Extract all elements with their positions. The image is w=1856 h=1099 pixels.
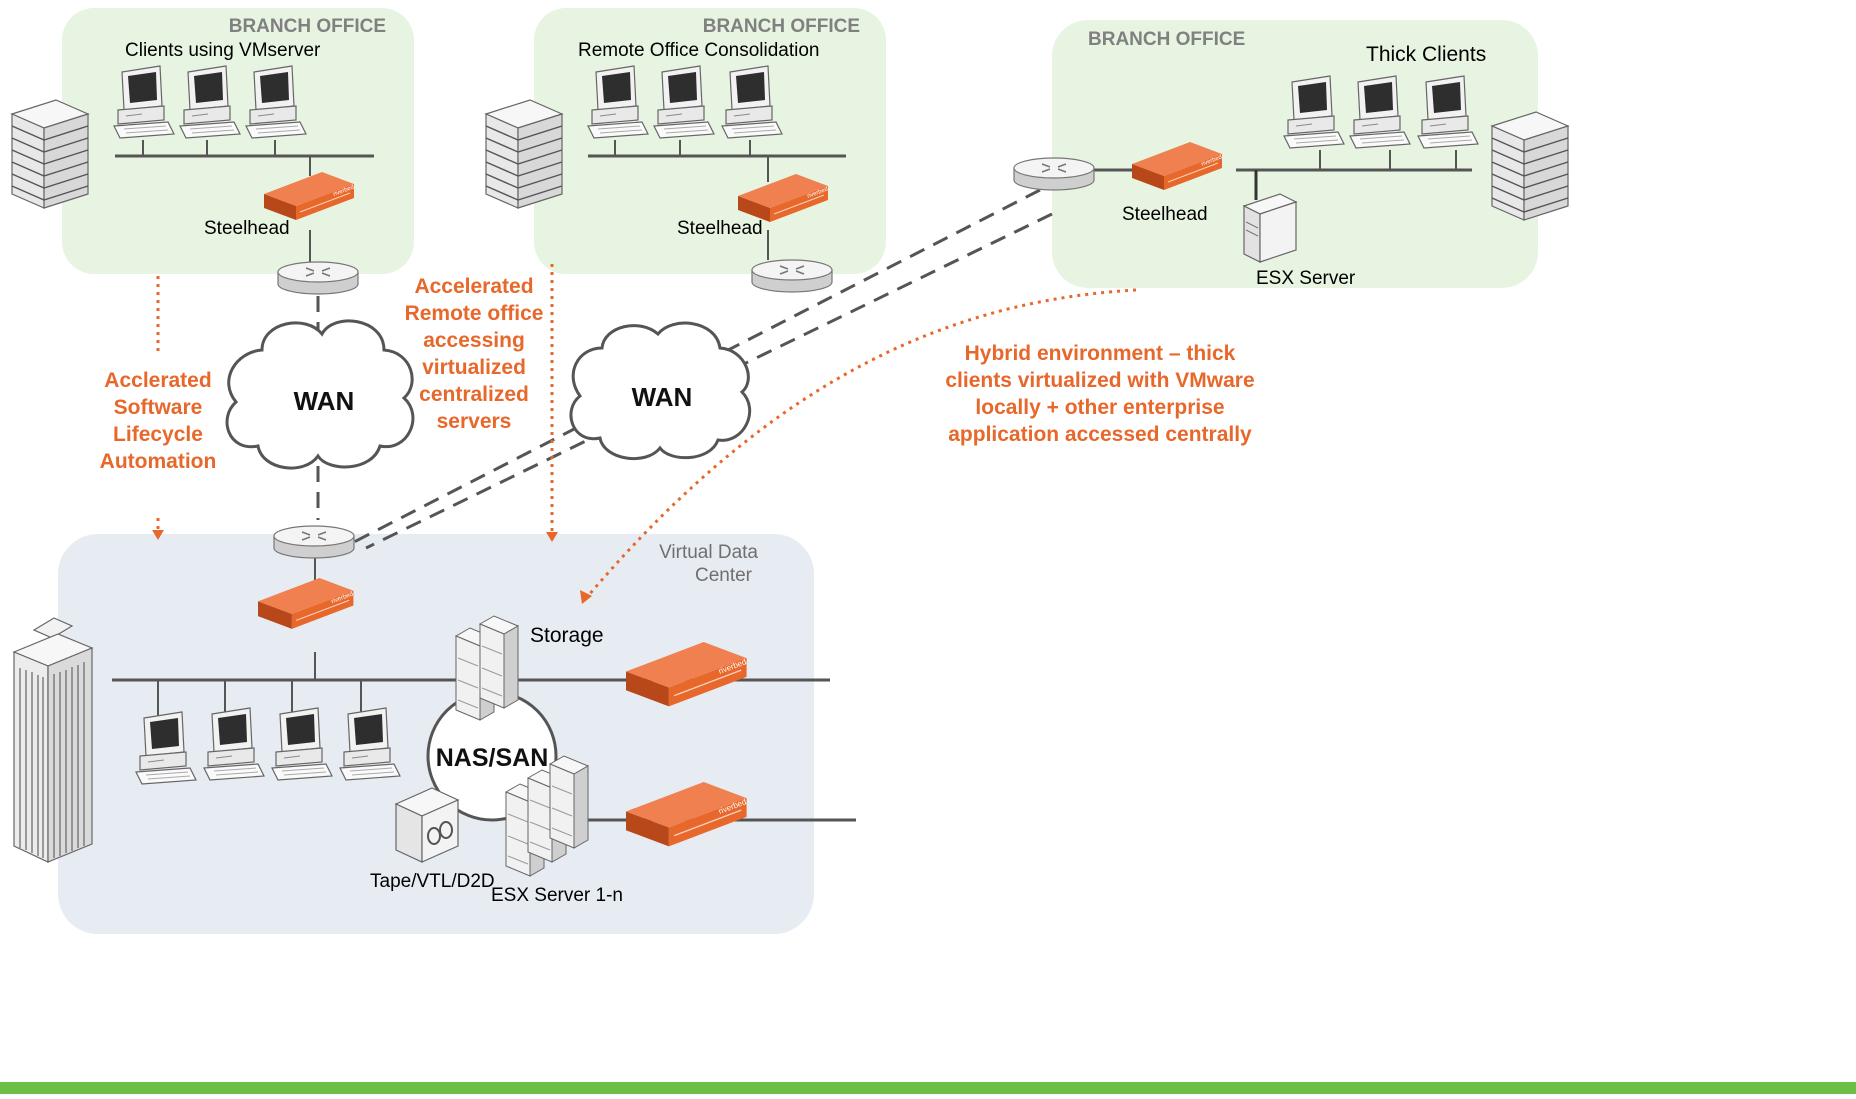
branch2-title: Remote Office Consolidation <box>578 40 820 61</box>
annotation-remote-line3: accessing <box>423 329 525 352</box>
branch3-heading: BRANCH OFFICE <box>1088 29 1245 50</box>
annotation-hybrid-line4: application accessed centrally <box>948 423 1252 446</box>
branch3-esx-label: ESX Server <box>1256 268 1356 289</box>
annotation-hybrid-line3: locally + other enterprise <box>975 396 1224 419</box>
server-rack-icon <box>1491 111 1569 221</box>
tower-server-icon[interactable] <box>1242 193 1298 263</box>
annotation-remote-line1: Accelerated <box>414 275 533 298</box>
router-icon[interactable] <box>1013 157 1095 191</box>
storage-label: Storage <box>530 624 604 647</box>
annotation-hybrid-line1: Hybrid environment – thick <box>965 342 1236 365</box>
annotation-software-line3: Lifecycle <box>113 423 203 446</box>
esx-server-label: ESX Server 1-n <box>491 885 623 906</box>
server-rack-icon <box>485 99 563 209</box>
router-icon[interactable] <box>277 261 359 295</box>
wan-left-label: WAN <box>294 386 355 416</box>
wan-cloud-icon <box>569 321 752 461</box>
annotation-remote-line4: virtualized <box>422 356 526 379</box>
branch2-heading: BRANCH OFFICE <box>703 16 860 37</box>
office-building-icon <box>12 617 94 863</box>
router-icon[interactable] <box>751 259 833 293</box>
branch2-steelhead-label: Steelhead <box>677 218 763 239</box>
annotation-remote-line2: Remote office <box>405 302 544 325</box>
wan-cloud-icon <box>225 319 415 470</box>
arrow-head-middle <box>546 532 558 542</box>
annotation-hybrid-line2: clients virtualized with VMware <box>945 369 1254 392</box>
branch3-steelhead-label: Steelhead <box>1122 204 1208 225</box>
branch1-steelhead-label: Steelhead <box>204 218 290 239</box>
router-icon[interactable] <box>273 525 355 559</box>
storage-array-icon[interactable] <box>455 615 519 721</box>
annotation-software-line1: Acclerated <box>104 369 211 392</box>
branch1-heading: BRANCH OFFICE <box>229 16 386 37</box>
server-rack-icon <box>11 99 89 209</box>
arrow-head-hybrid <box>580 590 592 604</box>
nas-san-label: NAS/SAN <box>436 744 549 772</box>
branch-office-3-panel <box>1052 20 1538 288</box>
annotation-remote-line5: centralized <box>419 383 529 406</box>
datacenter-title-line1: Virtual Data <box>659 542 758 563</box>
wan-right-label: WAN <box>632 382 693 412</box>
flow-arrows <box>156 264 1137 597</box>
bottom-bar <box>0 1082 1856 1094</box>
datacenter-title-line2: Center <box>695 565 753 586</box>
tape-drive-icon[interactable] <box>394 787 460 863</box>
arrow-head-left <box>152 530 164 540</box>
annotation-software-line4: Automation <box>100 450 217 473</box>
branch1-title: Clients using VMserver <box>125 40 321 61</box>
annotation-remote-line6: servers <box>437 410 512 433</box>
branch3-title: Thick Clients <box>1366 43 1486 66</box>
annotation-software-line2: Software <box>114 396 203 419</box>
tape-label: Tape/VTL/D2D <box>370 871 495 892</box>
